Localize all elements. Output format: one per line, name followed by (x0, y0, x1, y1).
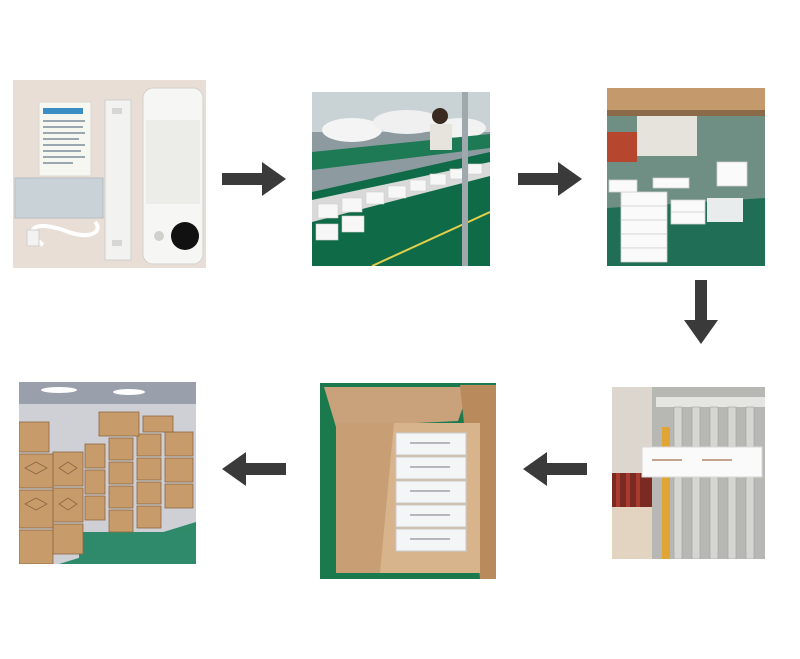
photo-boxed-products (607, 88, 765, 266)
arrow-left-icon (523, 452, 587, 486)
photo-product-components (13, 80, 206, 268)
arrow-right-icon (518, 162, 582, 196)
photo-assembly-line (312, 92, 490, 266)
photo-conveyor-roller (612, 387, 765, 559)
arrow-right-icon (222, 162, 286, 196)
photo-warehouse-storage (19, 382, 196, 564)
photo-carton-packing (320, 383, 496, 579)
arrow-left-icon (222, 452, 286, 486)
arrow-down-icon (684, 280, 718, 344)
